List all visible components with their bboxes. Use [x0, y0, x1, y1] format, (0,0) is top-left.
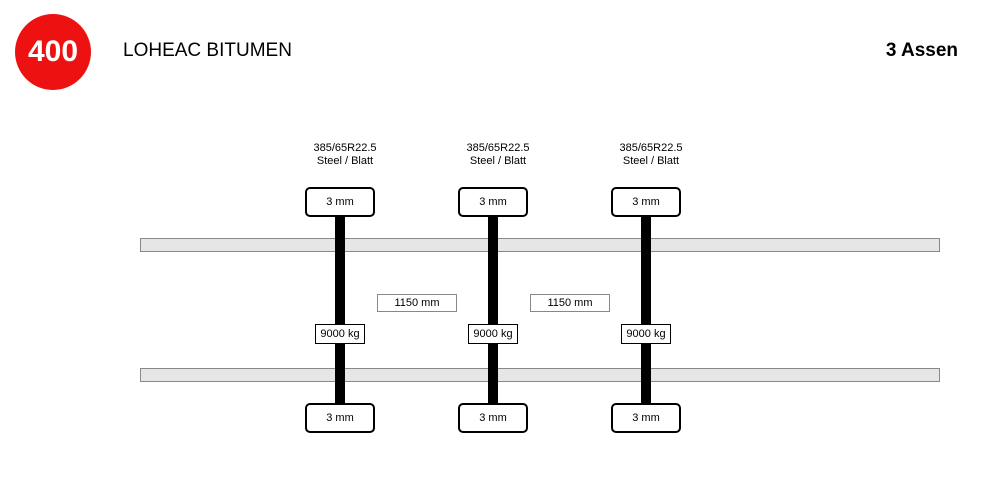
- axle-1-load[interactable]: 9000 kg: [315, 324, 365, 344]
- axle-1: 385/65R22.5 Steel / Blatt 3 mm 9000 kg 3…: [305, 0, 385, 500]
- axle-3-wheel-top[interactable]: 3 mm: [611, 187, 681, 217]
- axle-3-load[interactable]: 9000 kg: [621, 324, 671, 344]
- axle-3: 385/65R22.5 Steel / Blatt 3 mm 9000 kg 3…: [611, 0, 691, 500]
- axle-1-wheel-top[interactable]: 3 mm: [305, 187, 375, 217]
- axle-1-wheel-bottom[interactable]: 3 mm: [305, 403, 375, 433]
- axle-distance-1-2[interactable]: 1150 mm: [377, 294, 457, 312]
- axle-1-tire-spec: 385/65R22.5 Steel / Blatt: [285, 142, 405, 168]
- page-title: LOHEAC BITUMEN: [123, 40, 292, 61]
- axle-2-wheel-top[interactable]: 3 mm: [458, 187, 528, 217]
- axle-3-wheel-bottom[interactable]: 3 mm: [611, 403, 681, 433]
- axle-3-tire-spec: 385/65R22.5 Steel / Blatt: [591, 142, 711, 168]
- axle-2-tire-size: 385/65R22.5: [466, 142, 530, 154]
- axle-count-label: 3 Assen: [885, 40, 958, 61]
- chassis-rail-top: [140, 238, 940, 252]
- axle-config-badge: 400: [15, 14, 91, 90]
- axle-3-shaft: [641, 217, 651, 404]
- axle-1-shaft: [335, 217, 345, 404]
- axle-2: 385/65R22.5 Steel / Blatt 3 mm 9000 kg 3…: [458, 0, 538, 500]
- chassis-rail-bottom: [140, 368, 940, 382]
- axle-2-tire-type: Steel / Blatt: [469, 155, 527, 167]
- axle-distance-2-3[interactable]: 1150 mm: [530, 294, 610, 312]
- axle-2-tire-spec: 385/65R22.5 Steel / Blatt: [438, 142, 558, 168]
- axle-3-tire-size: 385/65R22.5: [619, 142, 683, 154]
- axle-1-tire-type: Steel / Blatt: [316, 155, 374, 167]
- axle-1-tire-size: 385/65R22.5: [313, 142, 377, 154]
- axle-2-wheel-bottom[interactable]: 3 mm: [458, 403, 528, 433]
- axle-3-tire-type: Steel / Blatt: [622, 155, 680, 167]
- axle-2-load[interactable]: 9000 kg: [468, 324, 518, 344]
- axle-2-shaft: [488, 217, 498, 404]
